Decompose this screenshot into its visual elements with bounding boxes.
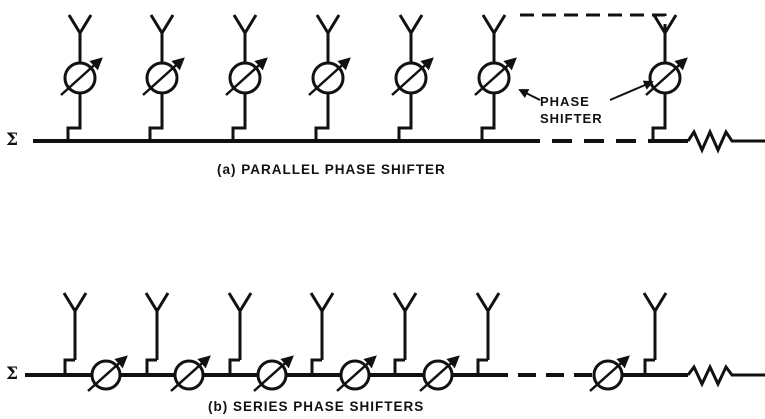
antenna-icon [149, 14, 175, 36]
series-shifter-2 [170, 355, 211, 392]
antenna-icon [67, 14, 93, 36]
phase-shifter-icon [592, 359, 624, 391]
series-antenna-5 [392, 292, 418, 375]
parallel-element-4 [308, 14, 351, 141]
phase-shifter-icon-arrow [225, 57, 268, 96]
phase-shifter-icon-arrow [60, 57, 103, 96]
series-antenna-2 [144, 292, 170, 375]
phase-shifter-icon [256, 359, 288, 391]
series-antenna-3 [227, 292, 253, 375]
annotation-line-2: SHIFTER [540, 111, 603, 126]
parallel-load-resistor [686, 128, 765, 154]
series-shifter-5 [419, 355, 460, 392]
tap-lead [643, 358, 655, 375]
parallel-element-3 [225, 14, 268, 141]
phase-shifter-icon [422, 359, 454, 391]
antenna-icon [315, 14, 341, 36]
parallel-element-2 [142, 14, 185, 141]
feed-lead [231, 93, 247, 141]
series-shifter-6 [589, 355, 630, 392]
antenna-icon [392, 292, 418, 314]
antenna-icon [227, 292, 253, 314]
series-sum-symbol: Σ [6, 364, 19, 384]
parallel-sum-symbol: Σ [6, 130, 19, 150]
parallel-antenna-elements [60, 14, 688, 141]
feed-lead [651, 93, 667, 141]
antenna-icon [475, 292, 501, 314]
series-shifter-3 [253, 355, 294, 392]
tap-lead [63, 358, 75, 375]
antenna-icon [232, 14, 258, 36]
phase-shifter-icon-arrow [253, 355, 294, 392]
feed-lead [480, 93, 496, 141]
phase-shifter-icon [173, 359, 205, 391]
series-antenna-1 [62, 292, 88, 375]
parallel-element-7 [645, 14, 688, 141]
phase-shifter-icon [339, 359, 371, 391]
series-antenna-4 [309, 292, 335, 375]
phase-shifter-icon-arrow [308, 57, 351, 96]
annotation-line-1: PHASE [540, 94, 590, 109]
phase-shifter-icon-arrow [419, 355, 460, 392]
antenna-icon [62, 292, 88, 314]
tap-lead [310, 358, 322, 375]
phase-shifter-annotation: PHASE SHIFTER [540, 93, 603, 127]
antenna-icon [309, 292, 335, 314]
antenna-icon [642, 292, 668, 314]
phase-shifter-icon [90, 359, 122, 391]
series-antenna-7 [642, 292, 668, 375]
feed-lead [314, 93, 330, 141]
tap-lead [476, 358, 488, 375]
annotation-leader-left [518, 89, 541, 101]
parallel-feed-network [33, 13, 765, 154]
phase-shifter-icon-arrow [170, 355, 211, 392]
phase-shifter-icon-arrow [391, 57, 434, 96]
parallel-element-1 [60, 14, 103, 141]
antenna-icon [398, 14, 424, 36]
phase-shifter-icon-arrow [336, 355, 377, 392]
series-load-resistor [686, 363, 765, 388]
series-caption: (b) SERIES PHASE SHIFTERS [208, 399, 425, 414]
feed-lead [397, 93, 413, 141]
series-shifter-4 [336, 355, 377, 392]
parallel-top-dashed-link [520, 13, 667, 30]
annotation-leader-right [609, 80, 654, 101]
phase-shifter-icon-arrow [142, 57, 185, 96]
tap-lead [145, 358, 157, 375]
tap-lead [228, 358, 240, 375]
series-antenna-6 [475, 292, 501, 375]
tap-lead [393, 358, 405, 375]
antenna-icon [481, 14, 507, 36]
antenna-icon [144, 292, 170, 314]
phase-shifter-icon-arrow [589, 355, 630, 392]
series-shifter-1 [87, 355, 128, 392]
parallel-caption: (a) PARALLEL PHASE SHIFTER [217, 162, 446, 177]
phase-shifter-icon-arrow [87, 355, 128, 392]
parallel-element-5 [391, 14, 434, 141]
parallel-element-6 [474, 14, 517, 141]
feed-lead [148, 93, 164, 141]
feed-lead [66, 93, 82, 141]
series-antenna-elements [62, 292, 668, 392]
phase-shifter-icon-arrow [474, 57, 517, 96]
